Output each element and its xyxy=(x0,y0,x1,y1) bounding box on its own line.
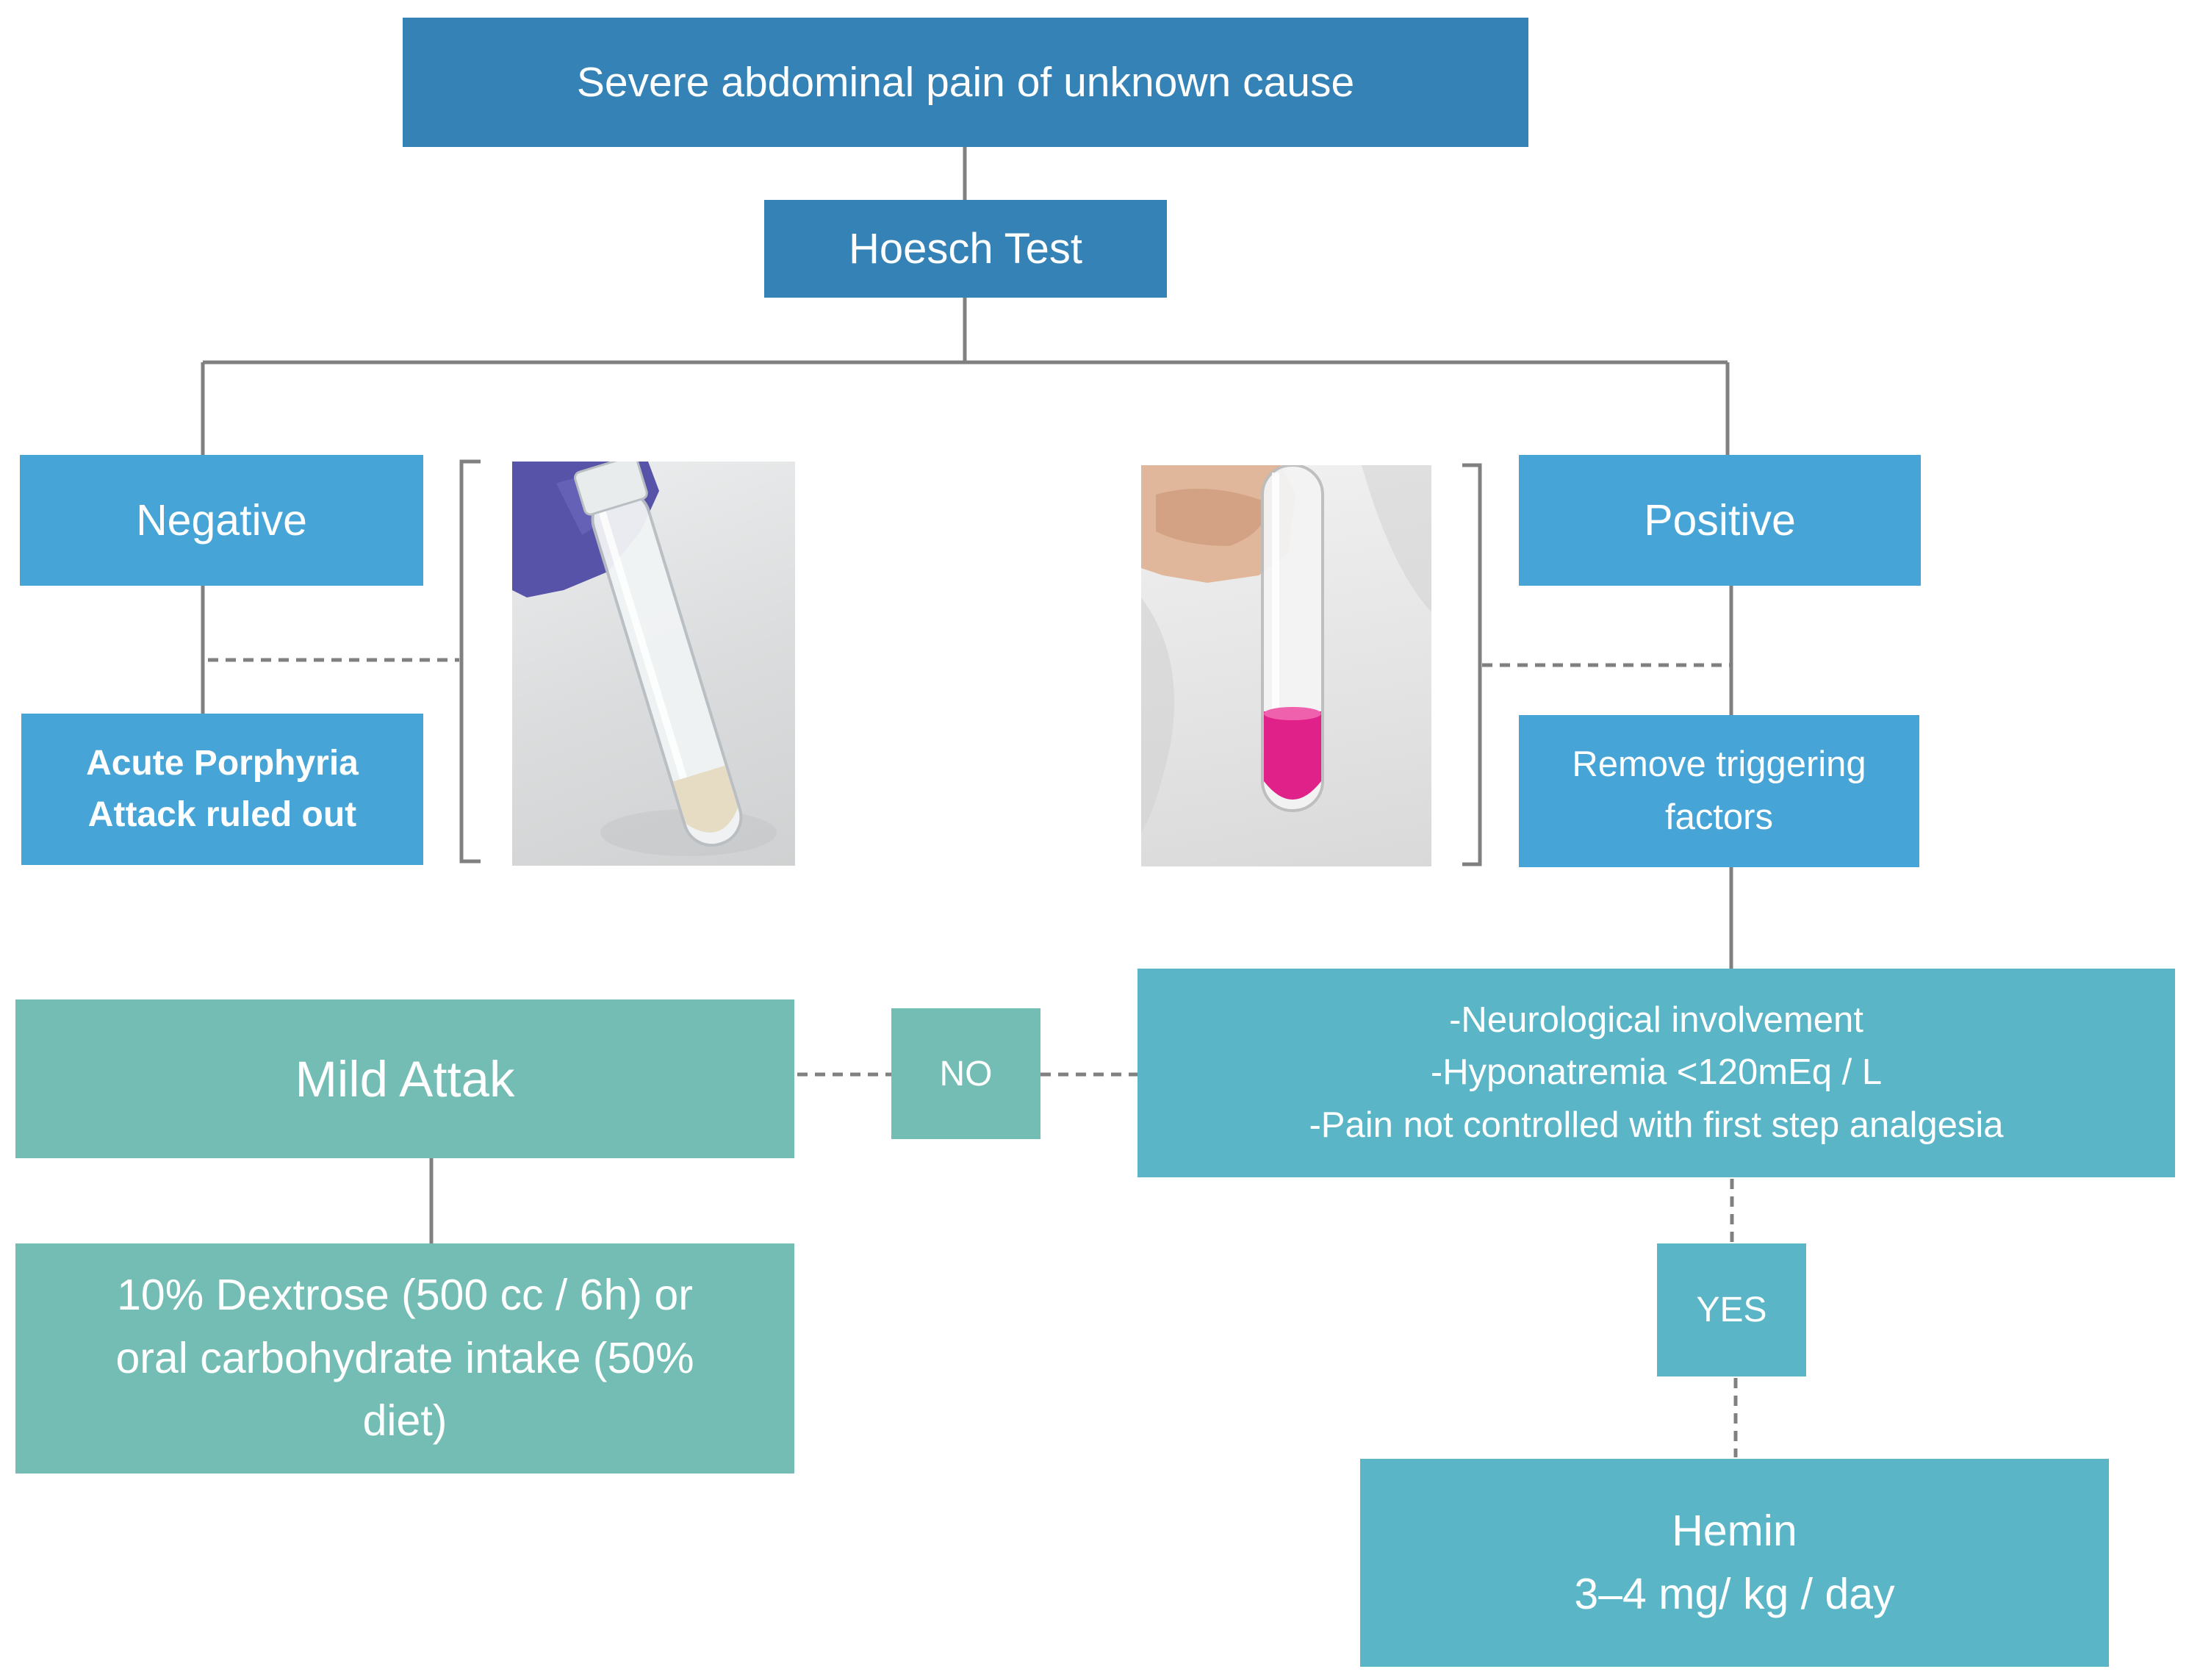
pink-test-tube-icon xyxy=(1141,465,1431,833)
dextrose-label: 10% Dextrose (500 cc / 6h) or oral carbo… xyxy=(115,1271,694,1446)
clear-test-tube-icon xyxy=(512,462,777,856)
yes-box: YES xyxy=(1657,1243,1806,1376)
mild-attack-label: Mild Attak xyxy=(295,1050,515,1108)
no-box: NO xyxy=(891,1008,1040,1139)
negative-tube-photo xyxy=(512,462,795,866)
hoesch-test-label: Hoesch Test xyxy=(848,225,1083,273)
ruled-out-box: Acute Porphyria Attack ruled out xyxy=(21,714,423,865)
positive-box: Positive xyxy=(1519,455,1921,586)
remove-triggers-box: Remove triggering factors xyxy=(1519,715,1919,867)
yes-label: YES xyxy=(1696,1290,1767,1329)
criteria-label: -Neurological involvement -Hyponatremia … xyxy=(1309,1000,2004,1145)
hoesch-test-box: Hoesch Test xyxy=(764,200,1167,298)
negative-box: Negative xyxy=(20,455,423,586)
positive-label: Positive xyxy=(1644,496,1796,545)
no-label: NO xyxy=(939,1054,993,1094)
hemin-label: Hemin 3–4 mg/ kg / day xyxy=(1574,1506,1895,1618)
negative-label: Negative xyxy=(136,496,307,545)
start-box: Severe abdominal pain of unknown cause xyxy=(403,18,1528,147)
criteria-box: -Neurological involvement -Hyponatremia … xyxy=(1137,969,2175,1177)
dextrose-box: 10% Dextrose (500 cc / 6h) or oral carbo… xyxy=(15,1243,794,1473)
mild-attack-box: Mild Attak xyxy=(15,999,794,1158)
start-label: Severe abdominal pain of unknown cause xyxy=(576,59,1355,106)
remove-triggers-label: Remove triggering factors xyxy=(1572,744,1866,837)
ruled-out-label: Acute Porphyria Attack ruled out xyxy=(86,744,359,834)
hemin-box: Hemin 3–4 mg/ kg / day xyxy=(1360,1459,2109,1667)
positive-tube-photo xyxy=(1141,465,1431,866)
